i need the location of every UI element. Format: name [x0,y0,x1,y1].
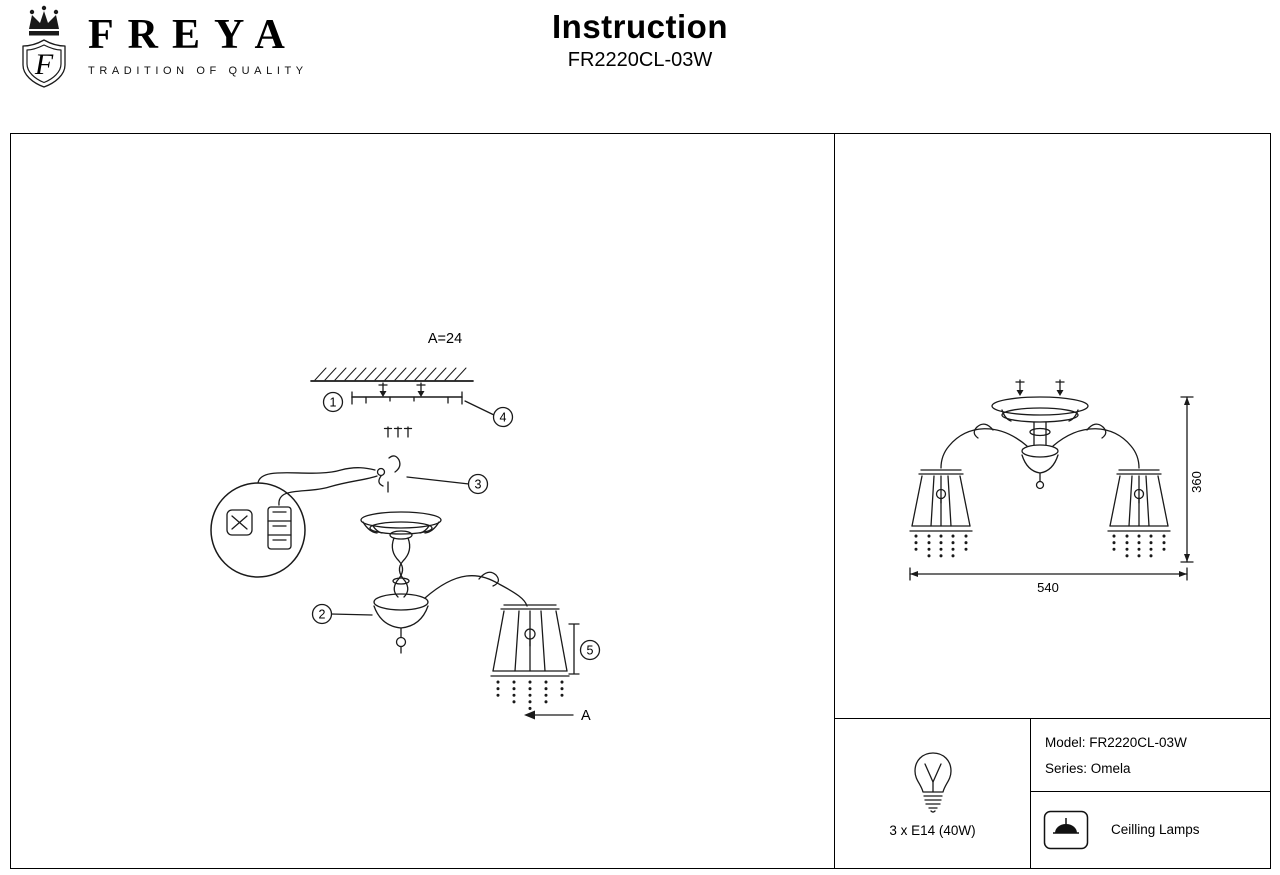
ceiling-canopy [991,396,1089,423]
callout-5: 5 [587,644,594,658]
brand-tagline: TRADITION OF QUALITY [88,65,308,77]
assembly-diagram-panel: A=24 1 2 3 4 5 A [10,133,835,869]
callout-circle-2 [311,603,333,625]
callout-circle-1 [322,391,344,413]
width-dimension: 540 [1037,580,1059,595]
center-body [1021,421,1059,490]
height-dimension-line [1180,396,1194,563]
arm [424,571,528,607]
freya-crest-icon: F [22,5,66,88]
callout-1: 1 [330,396,337,410]
callout-circle-5 [579,639,601,661]
left-lampshade [909,469,973,562]
mounting-bracket [351,382,463,405]
page-title: Instruction [552,8,728,45]
spec-series: Series: Omela [1045,761,1131,777]
right-arm [1052,423,1140,469]
assembly-diagram: A=24 1 2 3 4 5 A [210,331,601,724]
width-dimension-line [909,567,1188,581]
dimension-spec-panel: 360 540 3 x E14 (40W) Model: FR2220CL-03… [834,133,1271,869]
mount-screws [1015,379,1065,396]
spec-type-row: Ceilling Lamps [1031,790,1270,868]
height-dimension: 360 [1189,471,1204,493]
brand-logo: F FREYA TRADITION OF QUALITY [12,4,308,90]
callout-leaders [330,400,580,720]
lampshade [490,604,570,714]
callout-circle-3 [467,473,489,495]
dimension-diagram-area: 360 540 [835,134,1270,719]
spec-info-cell: Model: FR2220CL-03W Series: Omela Ceilli… [1031,719,1270,868]
callout-circle-4 [492,406,514,428]
dimension-diagram: 360 540 [909,379,1204,595]
right-lampshade [1107,469,1171,562]
spec-model: Model: FR2220CL-03W [1045,735,1187,750]
ceiling-lamp-icon [1043,810,1089,850]
callout-4: 4 [500,411,507,425]
body-ornament [373,593,429,654]
column [389,530,413,598]
callout-3: 3 [475,478,482,492]
bulb-spec: 3 x E14 (40W) [889,822,976,838]
spec-table: 3 x E14 (40W) Model: FR2220CL-03W Series… [835,718,1270,868]
callout-2: 2 [319,608,326,622]
spec-category: Ceilling Lamps [1111,822,1200,838]
ceiling-hatch [310,367,474,382]
bulb-spec-cell: 3 x E14 (40W) [835,719,1031,868]
hook-connector [376,455,401,493]
wiring-detail-zoom [210,467,378,578]
left-arm [940,423,1028,469]
model-number: FR2220CL-03W [567,49,713,71]
canopy [360,511,442,535]
mount-distance-note: A=24 [428,331,462,347]
page-header: F FREYA TRADITION OF QUALITY Instruction… [0,0,1280,120]
logo-letter: F [34,48,54,81]
section-label-a: A [581,708,591,724]
screw-parts [383,426,413,438]
light-bulb-icon [913,751,952,813]
brand-name: FREYA [88,12,299,58]
